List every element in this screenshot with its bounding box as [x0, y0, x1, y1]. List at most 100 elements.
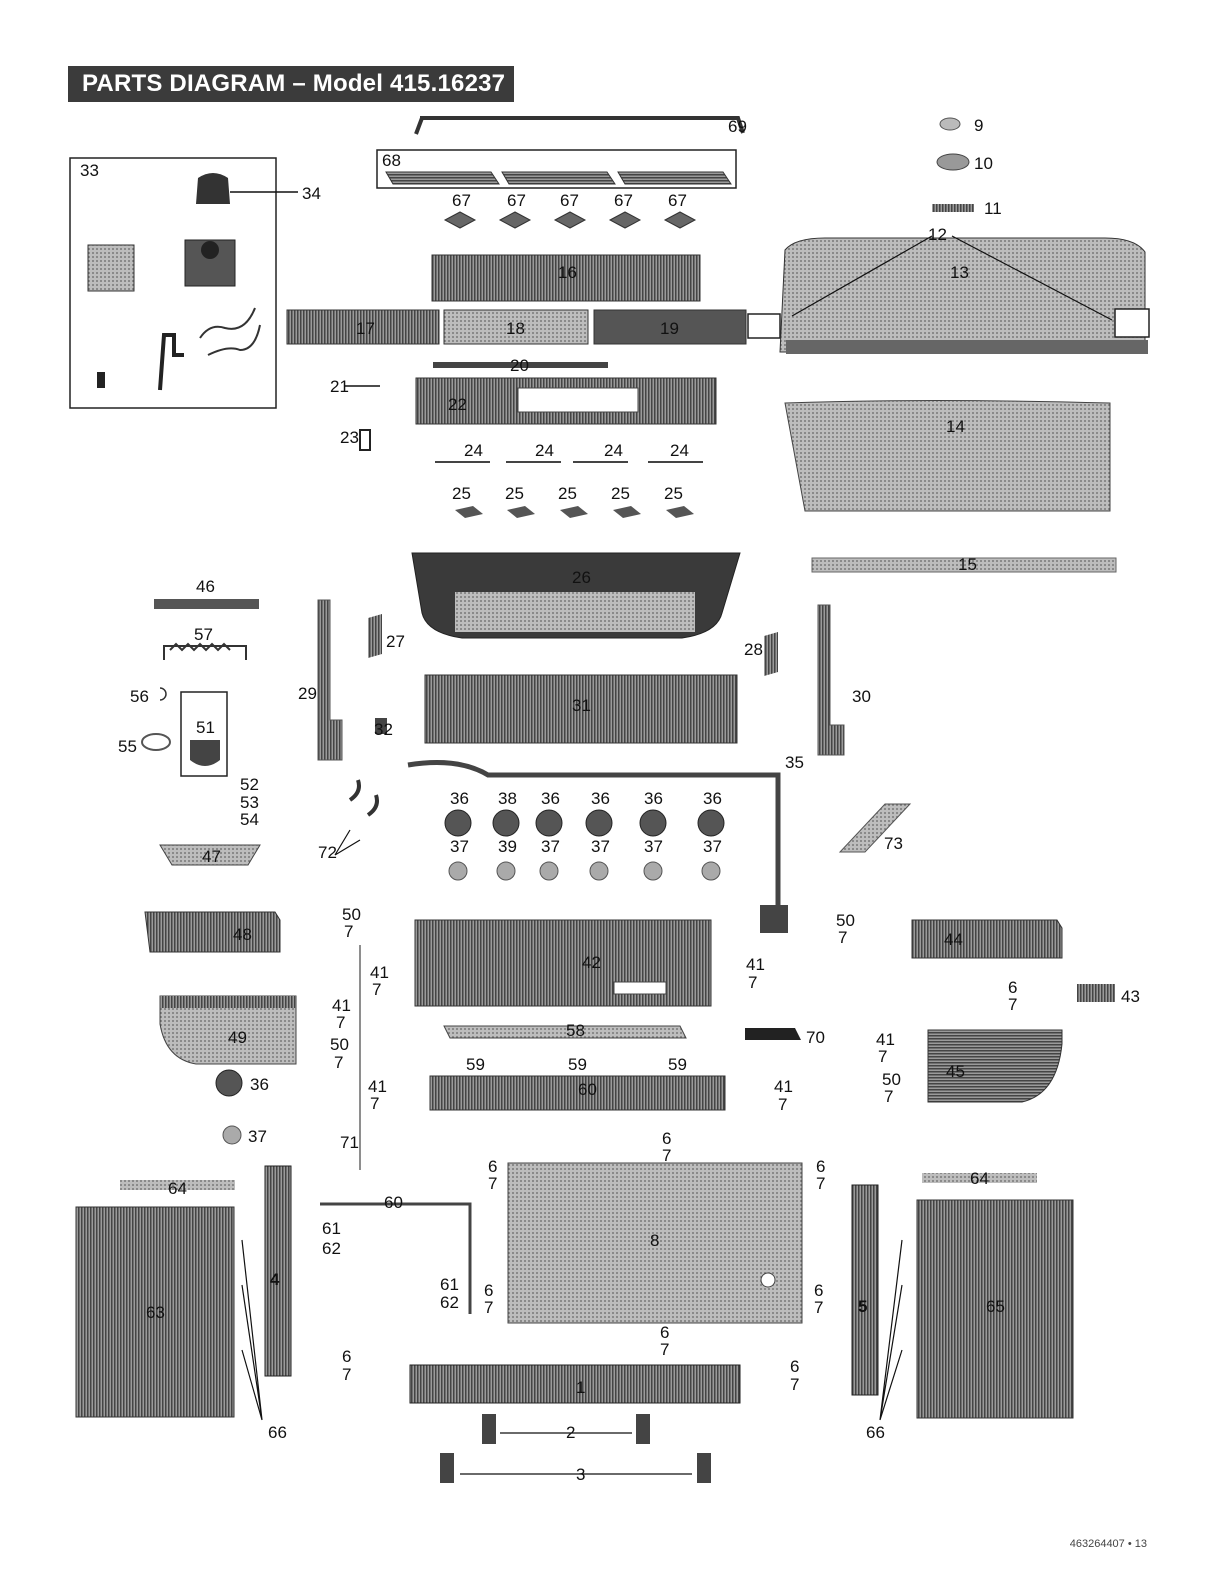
part-label-7: 7	[662, 1146, 671, 1165]
part-label-24: 24	[670, 441, 689, 460]
part-label-23: 23	[340, 428, 359, 447]
part-label-22: 22	[448, 395, 467, 414]
part-label-33: 33	[80, 161, 99, 180]
part-label-29: 29	[298, 684, 317, 703]
part-43	[1077, 984, 1115, 1002]
page-title: PARTS DIAGRAM – Model 415.16237	[68, 66, 514, 102]
part-label-45: 45	[946, 1062, 965, 1081]
part-label-6: 6	[488, 1157, 497, 1176]
part-label-42: 42	[582, 953, 601, 972]
part-label-9: 9	[974, 116, 983, 135]
part-label-59: 59	[668, 1055, 687, 1074]
part-label-62: 62	[322, 1239, 341, 1258]
part-label-37: 37	[644, 837, 663, 856]
part-label-18: 18	[506, 319, 525, 338]
clips-72	[348, 779, 379, 817]
part-label-6: 6	[484, 1281, 493, 1300]
panel-18	[443, 309, 589, 345]
front-panel-42	[414, 919, 712, 1007]
panel-19	[593, 309, 747, 345]
part-label-7: 7	[370, 1094, 379, 1113]
rack-57	[163, 642, 247, 660]
casters-2	[482, 1414, 650, 1444]
part-label-7: 7	[336, 1013, 345, 1032]
kit-box-33	[69, 157, 277, 409]
part-label-37: 37	[591, 837, 610, 856]
part-label-68: 68	[382, 151, 401, 170]
part-label-63: 63	[146, 1303, 165, 1322]
part-label-2: 2	[566, 1423, 575, 1442]
part-label-73: 73	[884, 834, 903, 853]
part-label-64: 64	[970, 1169, 989, 1188]
part-label-7: 7	[748, 973, 757, 992]
part-label-7: 7	[342, 1365, 351, 1384]
part-label-7: 7	[484, 1298, 493, 1317]
part-label-25: 25	[664, 484, 683, 503]
rail-60-bottom	[320, 1202, 472, 1314]
back-panel-8	[507, 1162, 803, 1324]
side-shelf-44	[911, 919, 1063, 959]
part-label-7: 7	[884, 1087, 893, 1106]
ignitor-kit	[87, 173, 261, 391]
part-label-57: 57	[194, 625, 213, 644]
part-label-37: 37	[703, 837, 722, 856]
part-label-28: 28	[744, 640, 763, 659]
part-label-46: 46	[196, 577, 215, 596]
part-label-7: 7	[344, 922, 353, 941]
casters-3	[440, 1453, 711, 1483]
bracket-28	[764, 632, 778, 676]
part-label-14: 14	[946, 417, 965, 436]
part-label-36: 36	[450, 789, 469, 808]
bracket-27	[368, 614, 382, 658]
warming-rack	[414, 116, 745, 135]
part-label-7: 7	[488, 1174, 497, 1193]
manifold-panel-31	[424, 674, 738, 744]
burner-parts-25	[455, 506, 694, 518]
part-label-19: 19	[660, 319, 679, 338]
part-label-52: 52	[240, 775, 259, 794]
part-label-5: 5	[858, 1297, 867, 1316]
part-label-58: 58	[566, 1021, 585, 1040]
part-label-59: 59	[466, 1055, 485, 1074]
part-label-67: 67	[614, 191, 633, 210]
base-1	[409, 1364, 741, 1404]
part-label-1: 1	[576, 1378, 585, 1397]
part-label-50: 50	[342, 905, 361, 924]
part-label-7: 7	[372, 980, 381, 999]
part-label-12: 12	[928, 225, 947, 244]
part-label-37: 37	[248, 1127, 267, 1146]
part-label-50: 50	[330, 1035, 349, 1054]
part-label-21: 21	[330, 377, 349, 396]
part-label-36: 36	[644, 789, 663, 808]
part-label-61: 61	[440, 1275, 459, 1294]
kit-box-51	[180, 691, 228, 777]
footer-page-number: 463264407 • 13	[1069, 1538, 1147, 1550]
part-label-36: 36	[591, 789, 610, 808]
part-label-39: 39	[498, 837, 517, 856]
manifold-35	[407, 760, 781, 925]
clip-23	[359, 429, 371, 451]
part-label-41: 41	[332, 996, 351, 1015]
side-panel-29	[317, 599, 343, 761]
part-label-24: 24	[604, 441, 623, 460]
cooking-grates	[385, 171, 732, 185]
side-shelf-48	[144, 911, 281, 953]
part-label-36: 36	[250, 1075, 269, 1094]
part-label-66: 66	[866, 1423, 885, 1442]
back-panel-16	[431, 254, 701, 302]
part-label-61: 61	[322, 1219, 341, 1238]
side-panel-45	[927, 1029, 1063, 1103]
heat-shield-14	[784, 400, 1111, 512]
part-label-32: 32	[374, 720, 393, 739]
rod-20	[433, 362, 608, 368]
part-label-54: 54	[240, 810, 259, 829]
part-label-30: 30	[852, 687, 871, 706]
part-label-67: 67	[560, 191, 579, 210]
part-label-71: 71	[340, 1133, 359, 1152]
part-label-44: 44	[944, 930, 963, 949]
part-label-7: 7	[816, 1174, 825, 1193]
part-label-6: 6	[814, 1281, 823, 1300]
post-5	[851, 1184, 879, 1396]
part-label-17: 17	[356, 319, 375, 338]
part-label-43: 43	[1121, 987, 1140, 1006]
